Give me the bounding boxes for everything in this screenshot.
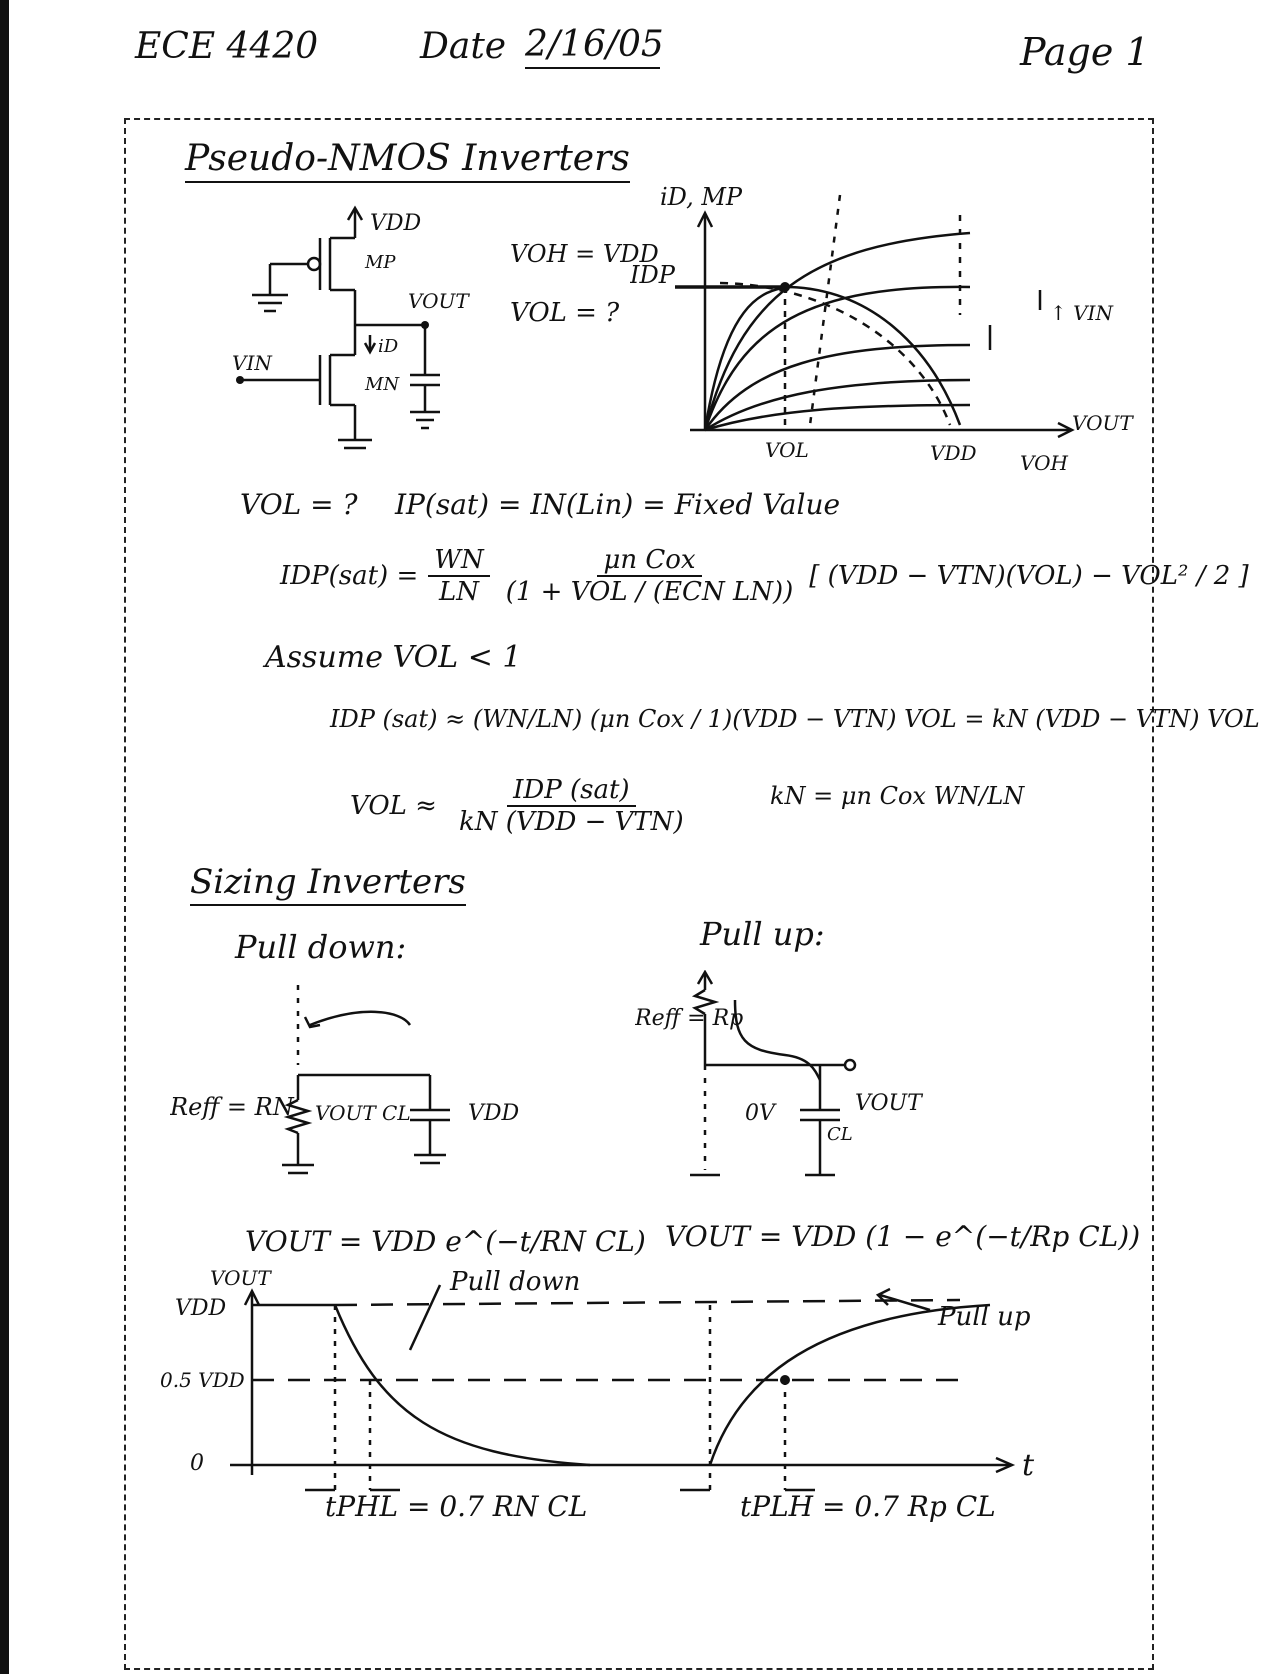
tplh-equation: tPLH = 0.7 Rp CL xyxy=(740,1490,996,1523)
schematic-mn-label: MN xyxy=(364,374,400,395)
eq3-num: IDP (sat) xyxy=(507,775,636,807)
schematic-vout-label: VOUT xyxy=(408,289,470,313)
content-frame xyxy=(124,118,1154,1670)
eq3-frac: IDP (sat) kN (VDD − VTN) xyxy=(453,775,690,837)
pulldown-heading: Pull down: xyxy=(235,928,407,966)
eq1-rhs: [ (VDD − VTN)(VOL) − VOL² / 2 ] xyxy=(809,561,1249,591)
eq1-w-over-l: WN LN xyxy=(428,545,490,607)
reff-rn-label: Reff = RN xyxy=(170,1093,295,1121)
vout-node xyxy=(421,321,429,329)
idp-approx-equation: IDP (sat) ≈ (WN/LN) (μn Cox / 1)(VDD − V… xyxy=(330,705,1260,733)
eq1-wn: WN xyxy=(428,545,490,577)
schematic-id-label: iD xyxy=(378,336,399,357)
eq1-mucox: μn Cox xyxy=(597,545,702,577)
waveform-y-label: VOUT xyxy=(210,1266,272,1290)
pullup-cl-label: CL xyxy=(827,1124,853,1145)
pullup-heading: Pull up: xyxy=(700,915,825,953)
date-label: Date xyxy=(420,26,507,67)
section-title-pseudo-nmos: Pseudo-NMOS Inverters xyxy=(185,138,630,183)
schematic-mp-label: MP xyxy=(364,252,396,273)
vol-question-2: VOL = ? xyxy=(240,488,358,521)
schematic-vdd-label: VDD xyxy=(370,211,422,236)
vol-approx-equation: VOL ≈ IDP (sat) kN (VDD − VTN) xyxy=(350,775,690,837)
waveform-t-label: t xyxy=(1022,1448,1035,1483)
pullup-half-point xyxy=(780,1375,790,1385)
course-title: ECE 4420 xyxy=(135,26,319,67)
scan-edge-bar xyxy=(0,0,9,1674)
waveform-half-tick: 0.5 VDD xyxy=(160,1368,245,1392)
graph-idp-label: IDP xyxy=(630,261,676,289)
vol-question: VOL = ? xyxy=(510,298,620,328)
page-number: Page 1 xyxy=(1020,30,1150,74)
vout-cl-label: VOUT CL xyxy=(315,1101,411,1125)
waveform-zero-tick: 0 xyxy=(190,1451,204,1476)
graph-voh-tick: VOH xyxy=(1020,451,1068,475)
graph-vdd-tick: VDD xyxy=(930,441,977,465)
tphl-equation: tPHL = 0.7 RN CL xyxy=(325,1490,588,1523)
operating-point xyxy=(780,282,790,292)
kn-definition: kN = μn Cox WN/LN xyxy=(770,782,1025,810)
pulldown-equation: VOUT = VDD e^(−t/RN CL) xyxy=(245,1225,646,1258)
graph-vol-tick: VOL xyxy=(765,438,809,462)
pullup-0v-label: 0V xyxy=(745,1101,777,1126)
pullup-curve-label: Pull up xyxy=(937,1302,1031,1332)
eq1-lhs: IDP(sat) = xyxy=(280,561,419,591)
pulldown-vdd-label: VDD xyxy=(468,1101,520,1126)
pullup-circuit: Reff = Rp 0V CL VOUT xyxy=(635,970,924,1177)
assume-vol: Assume VOL < 1 xyxy=(265,640,522,675)
date-value: 2/16/05 xyxy=(525,24,664,69)
graph-x-label: VOUT xyxy=(1072,411,1134,435)
pseudo-nmos-schematic: VDD MP MN VOUT VIN iD xyxy=(232,205,470,450)
schematic-vin-label: VIN xyxy=(232,351,273,375)
section-title-sizing: Sizing Inverters xyxy=(190,862,466,906)
eq3-den: kN (VDD − VTN) xyxy=(458,807,684,837)
reff-rp-label: Reff = Rp xyxy=(635,1006,743,1031)
eq1-mobility-frac: μn Cox (1 + VOL / (ECN LN)) xyxy=(500,545,800,607)
pulldown-circuit: Reff = RN VOUT CL VDD xyxy=(170,985,520,1175)
eq1-velocity-sat: (1 + VOL / (ECN LN)) xyxy=(505,577,794,607)
vin-terminal xyxy=(236,376,244,384)
output-waveform-plot: VOUT VDD 0.5 VDD 0 t Pull down Pull up xyxy=(160,1266,1035,1492)
graph-y-label: iD, MP xyxy=(660,183,743,211)
pulldown-curve-label: Pull down xyxy=(449,1267,580,1297)
eq3-lhs: VOL ≈ xyxy=(350,791,437,821)
pullup-vout-label: VOUT xyxy=(855,1091,924,1116)
current-equality: IP(sat) = IN(Lin) = Fixed Value xyxy=(395,488,841,521)
voh-eq: VOH = VDD xyxy=(510,240,659,268)
pullup-equation: VOUT = VDD (1 − e^(−t/Rp CL)) xyxy=(665,1220,1141,1253)
waveform-vdd-tick: VDD xyxy=(175,1296,227,1321)
graph-vin-arrow: ↑ VIN xyxy=(1050,301,1114,325)
idp-sat-equation: IDP(sat) = WN LN μn Cox (1 + VOL / (ECN … xyxy=(280,545,1249,607)
load-line-graph: iD, MP IDP ↑ VIN VOUT VOL VDD VOH xyxy=(630,183,1134,475)
eq1-ln: LN xyxy=(438,577,479,607)
